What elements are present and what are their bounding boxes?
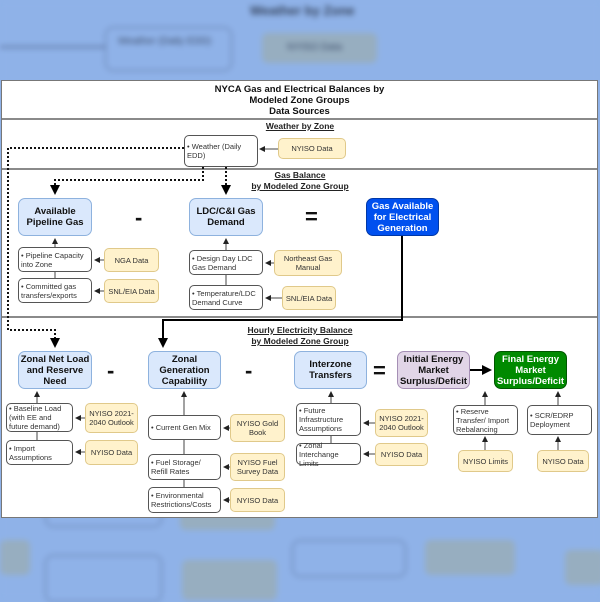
baseline-load-input: • Baseline Load (with EE and future dema…: [6, 403, 73, 432]
nyiso-outlook-source: NYISO 2021-2040 Outlook: [85, 403, 138, 433]
backdrop-title: Weather by Zone: [250, 3, 355, 18]
current-gen-mix-input: • Current Gen Mix: [148, 415, 221, 440]
interzone-transfers-node[interactable]: Interzone Transfers: [294, 351, 367, 389]
temperature-ldc-input: • Temperature/LDC Demand Curve: [189, 285, 263, 310]
design-day-ldc-input: • Design Day LDC Gas Demand: [189, 250, 263, 275]
nyiso-data-source: NYISO Data: [537, 450, 589, 472]
backdrop-box: [0, 540, 30, 575]
section-divider: [2, 168, 597, 170]
initial-energy-market-node[interactable]: Initial Energy Market Surplus/Deficit: [397, 351, 470, 389]
minus-operator: -: [135, 205, 143, 230]
snl-eia-source: SNL/EIA Data: [104, 279, 159, 303]
nyiso-data-source: NYISO Data: [375, 443, 428, 466]
backdrop-box: [45, 555, 162, 602]
gas-section-title: Gas Balance by Modeled Zone Group: [251, 170, 349, 191]
nyiso-fuel-survey-source: NYISO Fuel Survey Data: [230, 453, 285, 481]
northeast-gas-manual-source: Northeast Gas Manual: [274, 250, 342, 276]
section-divider: [2, 118, 597, 120]
zonal-net-load-node[interactable]: Zonal Net Load and Reserve Need: [18, 351, 92, 389]
zonal-interchange-input: • Zonal Interchange Limits: [296, 441, 361, 468]
equals-operator: =: [305, 204, 318, 229]
nyiso-data-source: NYISO Data: [85, 440, 138, 465]
backdrop-weather-box: Weather (Daily EDD): [105, 27, 232, 71]
backdrop-box: [292, 540, 406, 577]
environmental-restrictions-input: • Environmental Restrictions/Costs: [148, 487, 221, 513]
zonal-generation-capability-node[interactable]: Zonal Generation Capability: [148, 351, 221, 389]
nyiso-gold-book-source: NYISO Gold Book: [230, 414, 285, 442]
section-divider: [2, 316, 597, 318]
nyiso-limits-source: NYISO Limits: [458, 450, 513, 472]
available-pipeline-gas-node[interactable]: Available Pipeline Gas: [18, 198, 92, 236]
snl-eia-source: SNL/EIA Data: [282, 286, 336, 310]
diagram-title: NYCA Gas and Electrical Balances by Mode…: [214, 84, 385, 117]
backdrop-line: [0, 46, 105, 48]
backdrop-box: [425, 540, 515, 575]
minus-operator: -: [245, 358, 253, 383]
equals-operator: =: [373, 358, 386, 383]
committed-gas-input: • Committed gas transfers/exports: [18, 278, 92, 303]
ldc-gas-demand-node[interactable]: LDC/C&I Gas Demand: [189, 198, 263, 236]
import-assumptions-input: • Import Assumptions: [6, 440, 73, 465]
weather-source: NYISO Data: [278, 138, 346, 159]
minus-operator: -: [107, 358, 115, 383]
nyiso-outlook-source: NYISO 2021-2040 Outlook: [375, 409, 428, 437]
gas-available-for-generation-node[interactable]: Gas Available for Electrical Generation: [366, 198, 439, 236]
scr-edrp-input: • SCR/EDRP Deployment: [527, 405, 592, 435]
fuel-storage-input: • Fuel Storage/ Refill Rates: [148, 454, 221, 480]
nyiso-data-source: NYISO Data: [230, 488, 285, 512]
pipeline-capacity-input: • Pipeline Capacity into Zone: [18, 247, 92, 272]
future-infrastructure-input: • Future Infrastructure Assumptions: [296, 403, 361, 436]
final-energy-market-node[interactable]: Final Energy Market Surplus/Deficit: [494, 351, 567, 389]
backdrop-nyiso-box: NYISO Data: [262, 33, 377, 63]
backdrop-box: [182, 560, 277, 600]
reserve-transfer-input: • Reserve Transfer/ Import Rebalancing: [453, 405, 518, 435]
weather-section-title: Weather by Zone: [265, 121, 335, 131]
electricity-section-title: Hourly Electricity Balance by Modeled Zo…: [247, 325, 353, 346]
backdrop-box: [565, 550, 600, 585]
nga-data-source: NGA Data: [104, 248, 159, 272]
weather-input: • Weather (Daily EDD): [184, 135, 258, 167]
